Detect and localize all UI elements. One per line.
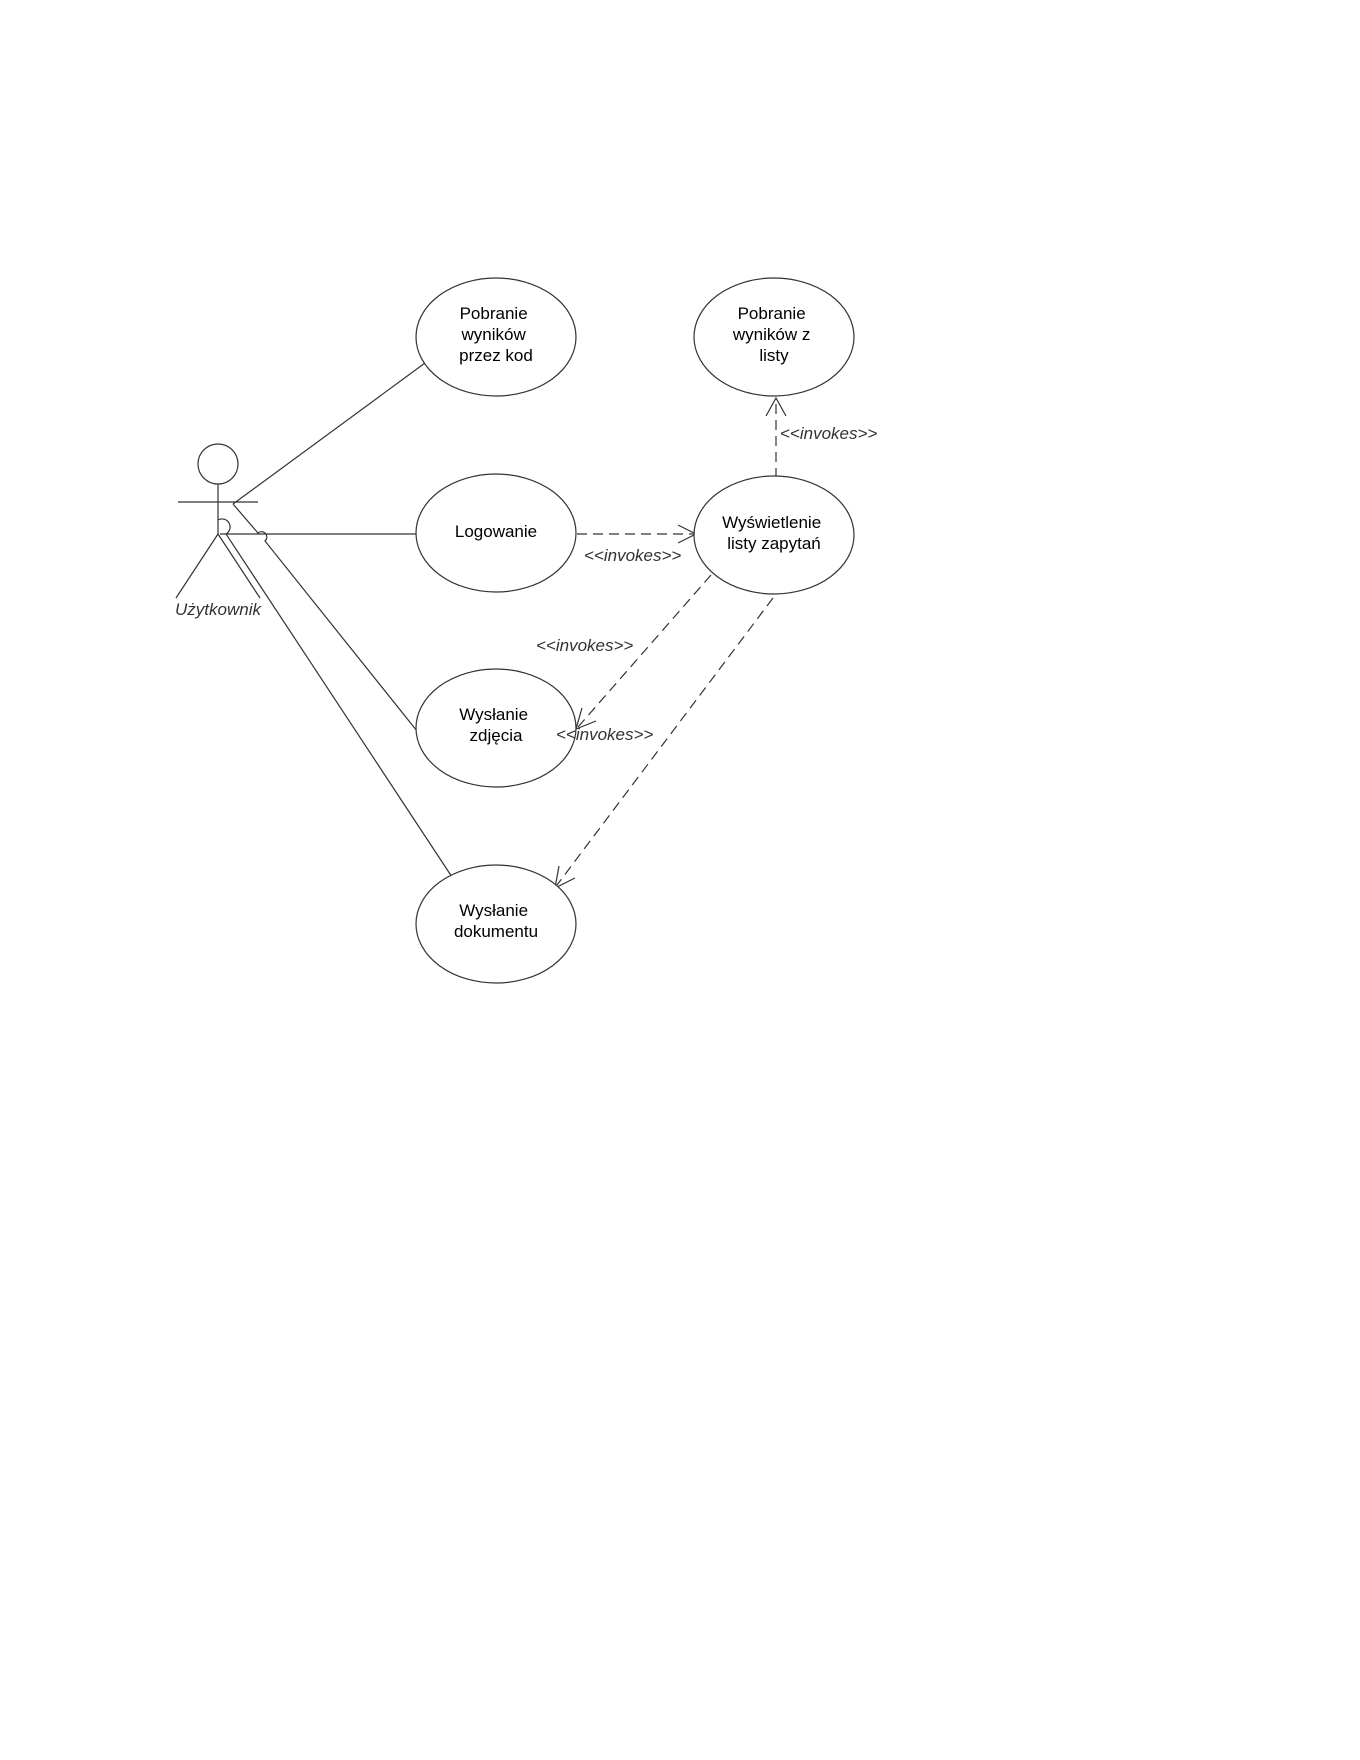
assoc-pobranie-kod [232,362,426,505]
use-case-pobranie-kod-shape [415,277,577,397]
actor-head [197,443,239,485]
actor-left-leg [175,533,219,599]
use-case-wyslanie-dokumentu-label: Wysłanie dokumentu [454,901,538,941]
use-case-logowanie-label: Logowanie [455,522,537,541]
use-case-pobranie-kod[interactable]: Pobranie wyników przez kod [415,277,577,397]
use-case-pobranie-lista-label: Pobranie wyników z listy [732,304,815,365]
stereotype-list-to-photo: <<invokes>> [536,636,633,655]
use-case-pobranie-lista[interactable]: Pobranie wyników z listy [693,277,855,397]
arrowhead-list-to-document [554,865,576,890]
use-case-wyslanie-zdjecia-shape [415,668,577,788]
assoc-wyslanie-zdjecia [232,503,418,732]
actor-figure[interactable] [175,443,261,599]
use-case-wyswietlenie[interactable]: Wyświetlenie listy zapytań [693,475,855,595]
stereotype-list-to-download: <<invokes>> [780,424,877,443]
dep-list-to-photo [577,574,712,728]
use-case-pobranie-kod-label: Pobranie wyników przez kod [459,304,533,365]
use-case-logowanie-shape [415,473,577,593]
associations [217,362,453,878]
use-case-wyswietlenie-label: Wyświetlenie listy zapytań [722,513,826,553]
actor-name: Użytkownik [175,600,262,619]
dep-list-to-document [556,597,774,886]
stereotype-list-to-document: <<invokes>> [556,725,653,744]
use-case-wyswietlenie-shape [693,475,855,595]
arrowhead-list-to-download [765,396,787,417]
use-case-pobranie-lista-shape [693,277,855,397]
use-case-wyslanie-zdjecia[interactable]: Wysłanie zdjęcia [415,668,577,788]
actor-right-leg [217,533,261,599]
dependencies [554,396,787,890]
stereotype-login-to-list: <<invokes>> [584,546,681,565]
assoc-wyslanie-dokumentu [217,518,453,878]
use-case-wyslanie-dokumentu-shape [415,864,577,984]
use-case-logowanie[interactable]: Logowanie [415,473,577,593]
use-case-wyslanie-dokumentu[interactable]: Wysłanie dokumentu [415,864,577,984]
use-case-wyslanie-zdjecia-label: Wysłanie zdjęcia [459,705,533,745]
